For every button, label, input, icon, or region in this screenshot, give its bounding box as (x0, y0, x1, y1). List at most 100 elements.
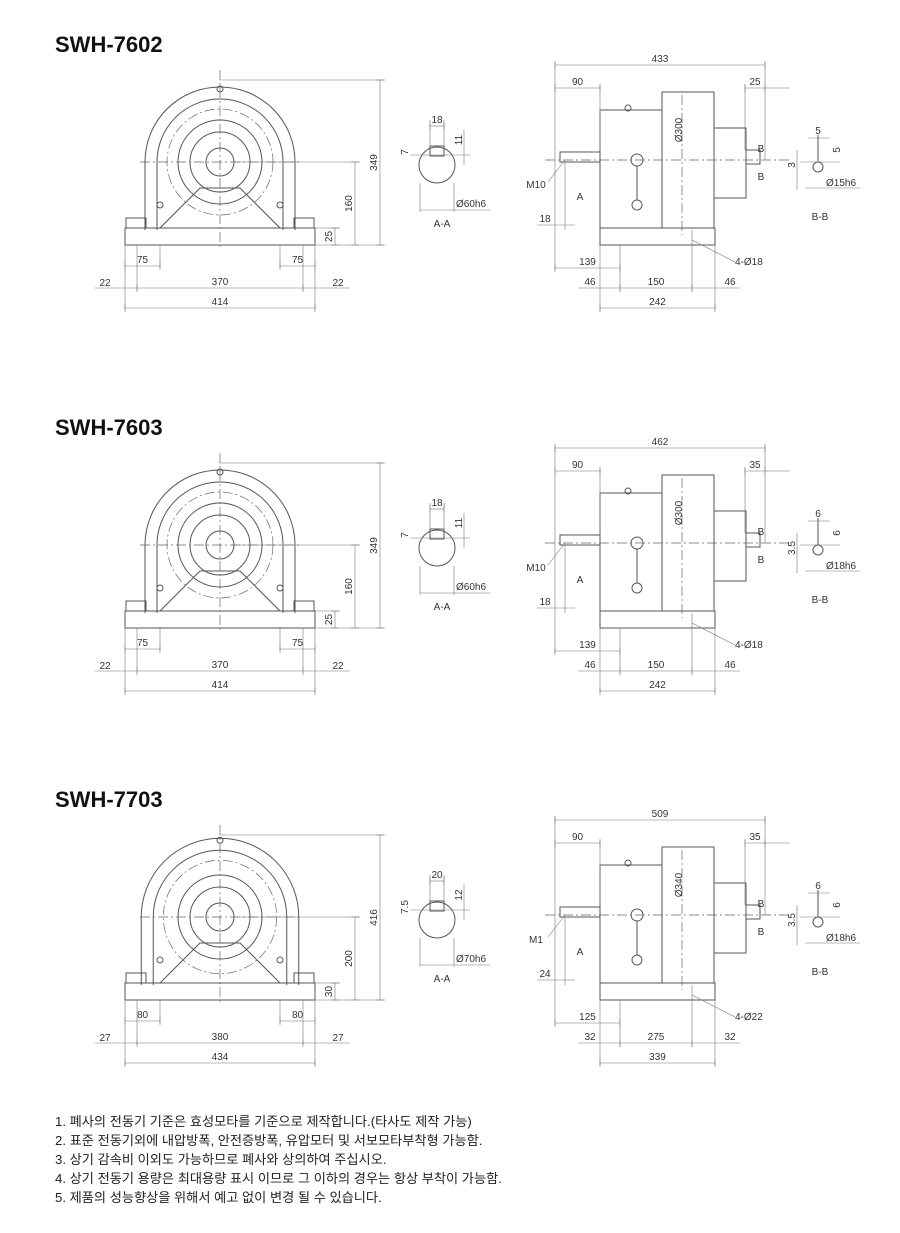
shaft-section (418, 901, 456, 939)
shaft-section (812, 916, 824, 928)
dim-key-width: 18 (431, 115, 443, 126)
motor-flange (713, 882, 747, 954)
dim-shaft-offset: 18 (539, 597, 551, 608)
dim-edge-left: 32 (584, 1032, 596, 1043)
bolt (276, 201, 284, 209)
model-title: SWH-7603 (55, 415, 163, 440)
foot-right (293, 600, 315, 612)
dim-bolt-span: 370 (212, 277, 229, 288)
dim-key-width: 5 (815, 126, 821, 137)
housing-outline (144, 86, 296, 230)
dim-shaft-diameter: Ø15h6 (826, 178, 856, 189)
dim-edge-right: 32 (724, 1032, 736, 1043)
foot-left (125, 600, 147, 612)
dim-foot-right: 75 (292, 638, 304, 649)
section-label: B-B (812, 595, 829, 606)
tap-callout: M10 (526, 563, 546, 574)
dim-edge-right: 22 (332, 661, 344, 672)
foot-left (125, 972, 147, 984)
section-label: A-A (434, 602, 451, 613)
dim-overall-width: 414 (212, 680, 229, 691)
dim-shaft-offset: 24 (539, 969, 551, 980)
base (599, 610, 716, 629)
input-housing (599, 109, 663, 229)
dim-center-height: 200 (344, 950, 355, 967)
dim-output-length: 35 (749, 832, 761, 843)
dim-key-width: 6 (815, 509, 821, 520)
dim-input-length: 90 (572, 460, 584, 471)
dim-center-height: 160 (344, 195, 355, 212)
dim-foot-right: 80 (292, 1010, 304, 1021)
shaft-section (812, 161, 824, 173)
dim-edge-left: 22 (99, 661, 111, 672)
dim-foot-right: 75 (292, 255, 304, 266)
dim-shaft-offset: 18 (539, 214, 551, 225)
dim-to-hole: 139 (579, 640, 596, 651)
section-mark-a: A (577, 947, 584, 958)
lever-knob (631, 199, 643, 211)
mounting-holes-callout: 4-Ø18 (735, 257, 763, 268)
dim-foot-left: 75 (137, 638, 149, 649)
input-shaft (559, 906, 601, 918)
dimension-line (547, 914, 566, 938)
input-shaft (559, 534, 601, 546)
dim-key-height: 11 (454, 517, 465, 528)
shaft-section (418, 146, 456, 184)
keyway (429, 900, 445, 912)
tap-callout: M10 (526, 180, 546, 191)
output-boss (745, 149, 761, 165)
dim-output-length: 25 (749, 77, 761, 88)
dim-edge-right: 46 (724, 660, 736, 671)
output-boss (745, 904, 761, 920)
dim-key-height: 6 (832, 530, 843, 536)
note: 3. 상기 감속비 이외도 가능하므로 폐사와 상의하여 주십시오. (55, 1152, 387, 1167)
dim-key-height: 6 (832, 902, 843, 908)
dimension-line (691, 994, 736, 1018)
shaft-section (418, 529, 456, 567)
dim-total-height: 416 (369, 909, 380, 926)
dim-input-length: 90 (572, 832, 584, 843)
section-mark-b: B (758, 144, 765, 155)
vent-plug (624, 104, 632, 112)
dim-base-width: 339 (649, 1052, 666, 1063)
dim-shaft-diameter: Ø60h6 (456, 582, 486, 593)
section-mark-b: B (758, 899, 765, 910)
bolt (156, 956, 164, 964)
dimension-line (691, 239, 736, 263)
notes: 1. 폐사의 전동기 기준은 효성모타를 기준으로 제작합니다.(타사도 제작 … (55, 1112, 502, 1207)
dim-output-length: 35 (749, 460, 761, 471)
input-shaft (559, 151, 601, 163)
dim-key-depth: 3.5 (787, 541, 798, 555)
dim-hole-span: 150 (648, 277, 665, 288)
dim-base-height: 25 (324, 614, 335, 626)
dim-shaft-diameter: Ø18h6 (826, 561, 856, 572)
section-mark-b: B (758, 555, 765, 566)
dim-overall-width: 434 (212, 1052, 229, 1063)
shaft-section (812, 544, 824, 556)
dim-overall-length: 462 (652, 437, 669, 448)
dim-key-height: 5 (832, 147, 843, 153)
section-mark-a: A (577, 192, 584, 203)
dim-to-hole: 125 (579, 1012, 596, 1023)
section-mark-b: B (758, 927, 765, 938)
dim-housing-diameter: Ø300 (674, 500, 685, 525)
dim-key-depth: 3 (787, 162, 798, 168)
section-label: A-A (434, 219, 451, 230)
dim-base-height: 25 (324, 231, 335, 243)
bolt (156, 201, 164, 209)
input-housing (599, 492, 663, 612)
dim-base-width: 242 (649, 680, 666, 691)
output-boss (745, 532, 761, 548)
dim-overall-width: 414 (212, 297, 229, 308)
base (599, 982, 716, 1001)
